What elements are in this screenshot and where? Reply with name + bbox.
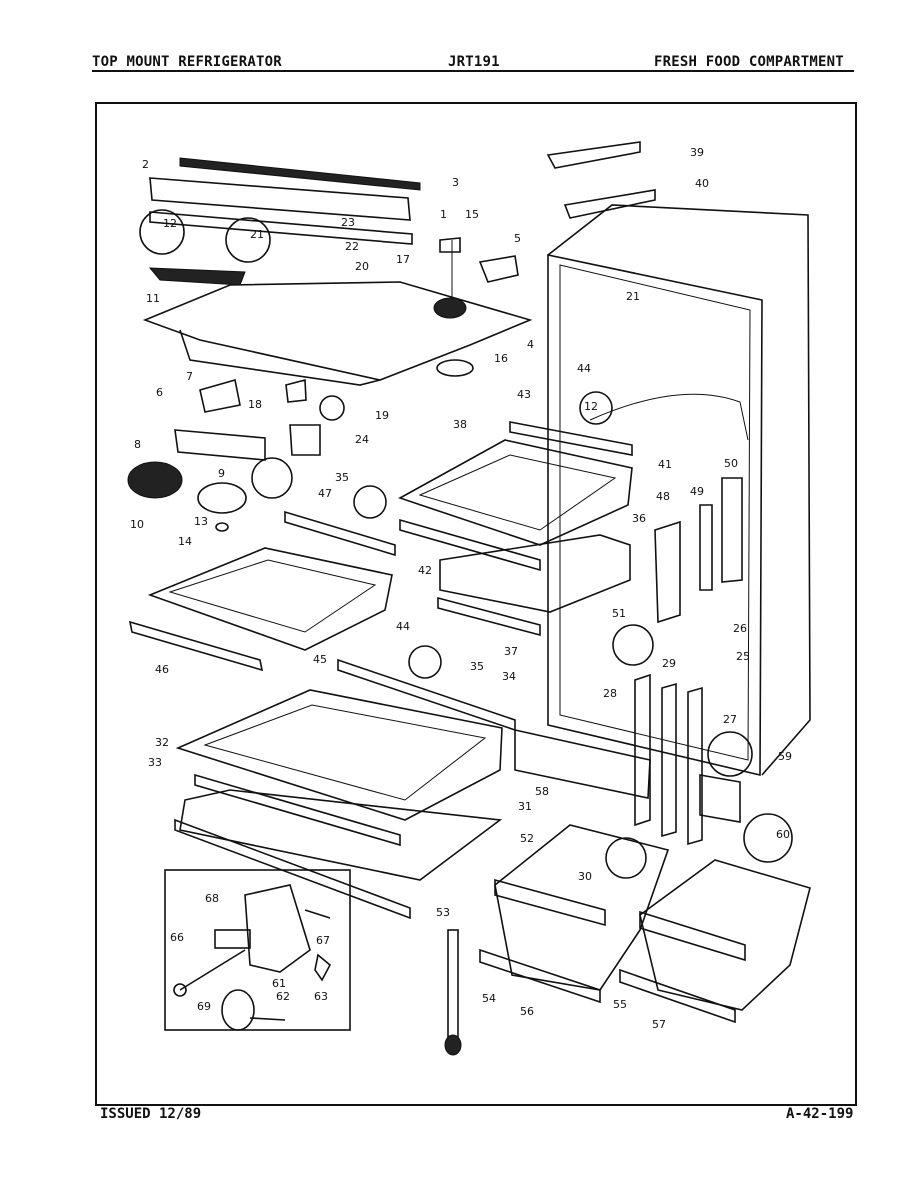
callout-label: 26 — [733, 622, 747, 635]
callout-label: 21 — [250, 228, 264, 241]
callout-label: 31 — [518, 800, 532, 813]
callout-label: 21 — [626, 290, 640, 303]
callout-label: 37 — [504, 645, 518, 658]
middle-shelf — [128, 510, 396, 672]
footer-issued: ISSUED 12/89 — [100, 1106, 202, 1122]
callout-label: 51 — [612, 607, 626, 620]
header-title: TOP MOUNT REFRIGERATOR — [92, 54, 282, 70]
callout-label: 10 — [130, 518, 144, 531]
callout-label: 17 — [396, 253, 410, 266]
callout-label: 18 — [248, 398, 262, 411]
callout-label: 38 — [453, 418, 467, 431]
callout-label: 11 — [146, 292, 160, 305]
callout-label: 39 — [690, 146, 704, 159]
ceiling-panel — [142, 240, 533, 386]
hinge-inset — [164, 869, 351, 1031]
callout-label: 50 — [724, 457, 738, 470]
callout-label: 29 — [662, 657, 676, 670]
callout-label: 22 — [345, 240, 359, 253]
callout-label: 6 — [156, 386, 163, 399]
callout-label: 48 — [656, 490, 670, 503]
header-section: FRESH FOOD COMPARTMENT — [654, 54, 844, 70]
leveling-parts — [353, 391, 793, 879]
callout-label: 30 — [578, 870, 592, 883]
thermostat-parts — [127, 209, 519, 532]
callout-label: 49 — [690, 485, 704, 498]
callout-label: 44 — [577, 362, 591, 375]
callout-label: 27 — [723, 713, 737, 726]
callout-label: 35 — [335, 471, 349, 484]
diagram-frame — [95, 102, 857, 1106]
callout-label: 57 — [652, 1018, 666, 1031]
callout-label: 4 — [527, 338, 534, 351]
upper-shelf — [398, 421, 633, 637]
callout-label: 19 — [375, 409, 389, 422]
callout-label: 59 — [778, 750, 792, 763]
callout-label: 33 — [148, 756, 162, 769]
footer-page-code: A-42-199 — [786, 1106, 854, 1122]
callout-label: 12 — [163, 217, 177, 230]
callout-label: 5 — [514, 232, 521, 245]
header-rule — [92, 70, 854, 72]
callout-label: 7 — [186, 370, 193, 383]
callout-label: 25 — [736, 650, 750, 663]
callout-label: 16 — [494, 352, 508, 365]
callout-label: 36 — [632, 512, 646, 525]
callout-label: 66 — [170, 931, 184, 944]
callout-label: 12 — [584, 400, 598, 413]
header-model: JRT191 — [448, 54, 500, 70]
callout-label: 20 — [355, 260, 369, 273]
callout-label: 45 — [313, 653, 327, 666]
callout-label: 44 — [396, 620, 410, 633]
callout-label: 14 — [178, 535, 192, 548]
control-housing — [149, 157, 421, 245]
callout-label: 24 — [355, 433, 369, 446]
callout-label: 46 — [155, 663, 169, 676]
callout-label: 68 — [205, 892, 219, 905]
callout-label: 63 — [314, 990, 328, 1003]
callout-label: 13 — [194, 515, 208, 528]
callout-label: 60 — [776, 828, 790, 841]
callout-label: 55 — [613, 998, 627, 1011]
crisper-drawers — [444, 824, 811, 1056]
callout-label: 52 — [520, 832, 534, 845]
callout-label: 9 — [218, 467, 225, 480]
cabinet-liner — [547, 204, 811, 777]
callout-label: 15 — [465, 208, 479, 221]
callout-label: 41 — [658, 458, 672, 471]
callout-label: 62 — [276, 990, 290, 1003]
callout-label: 1 — [440, 208, 447, 221]
callout-labels: 1 2 3 4 5 6 7 8 9 10 11 12 13 14 15 16 1… — [130, 146, 792, 1031]
callout-label: 2 — [142, 158, 149, 171]
callout-label: 32 — [155, 736, 169, 749]
callout-label: 40 — [695, 177, 709, 190]
callout-label: 3 — [452, 176, 459, 189]
rails-and-trims — [514, 141, 743, 846]
callout-label: 42 — [418, 564, 432, 577]
callout-label: 58 — [535, 785, 549, 798]
callout-label: 53 — [436, 906, 450, 919]
callout-label: 23 — [341, 216, 355, 229]
callout-label: 35 — [470, 660, 484, 673]
callout-label: 69 — [197, 1000, 211, 1013]
callout-label: 47 — [318, 487, 332, 500]
callout-label: 54 — [482, 992, 496, 1005]
callout-label: 43 — [517, 388, 531, 401]
callout-label: 61 — [272, 977, 286, 990]
callout-label: 56 — [520, 1005, 534, 1018]
callout-label: 34 — [502, 670, 516, 683]
callout-label: 28 — [603, 687, 617, 700]
lower-shelf — [174, 658, 516, 920]
callout-label: 67 — [316, 934, 330, 947]
callout-label: 8 — [134, 438, 141, 451]
